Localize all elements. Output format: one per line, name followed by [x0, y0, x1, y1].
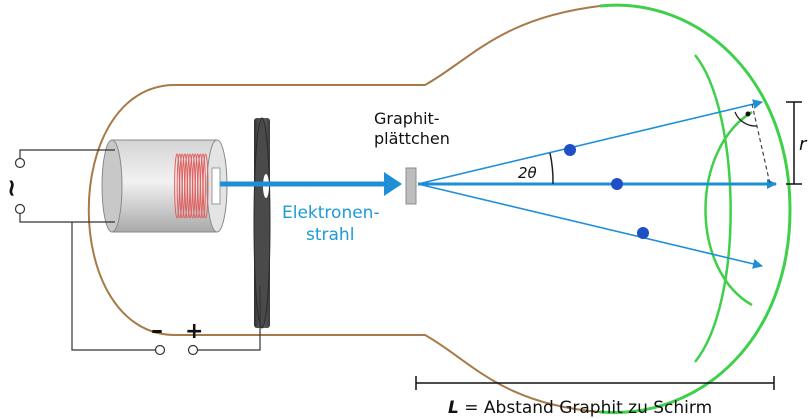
angle-arc — [549, 152, 554, 185]
dc-terminal-plus — [187, 344, 199, 356]
diffraction-ring-inner — [704, 110, 753, 307]
electron-center — [611, 178, 623, 190]
dc-terminal-minus — [154, 344, 166, 356]
angle-label: 2θ — [518, 164, 537, 182]
graphite-plate — [405, 167, 417, 205]
coil-loop — [202, 153, 209, 219]
length-caption: L = Abstand Graphit zu Schirm — [448, 398, 712, 418]
length-bracket — [415, 376, 775, 390]
target-label-line1: Graphit- — [374, 109, 440, 128]
plus-sign: + — [185, 319, 203, 344]
beam-label-line1: Elektronen- — [282, 203, 380, 223]
ac-symbol: ~ — [0, 178, 26, 198]
heating-coil — [174, 153, 209, 219]
ac-terminal-top — [14, 157, 26, 169]
radius-label: r — [799, 134, 808, 155]
beam-label-line2: strahl — [306, 225, 354, 245]
ray-upper — [417, 99, 763, 185]
anode-disk — [253, 117, 271, 329]
electron-lower — [637, 227, 649, 239]
circuit-wiring — [19, 149, 261, 351]
tangent-dashed — [751, 103, 771, 185]
length-symbol: L — [448, 398, 459, 418]
electron-upper — [564, 144, 576, 156]
ac-terminal-bottom — [14, 203, 26, 215]
beam-arrow-head — [384, 172, 402, 196]
right-angle-arc — [734, 111, 758, 127]
fluorescent-screen — [599, 3, 792, 415]
coil-loop — [200, 153, 206, 219]
length-text: = Abstand Graphit zu Schirm — [459, 398, 712, 418]
radius-bracket — [786, 101, 802, 185]
diffraction-ring-outer — [694, 54, 732, 363]
ray-lower — [417, 183, 763, 269]
minus-sign: – — [151, 316, 163, 344]
right-angle-dot — [745, 111, 751, 117]
target-label-line2: plättchen — [374, 129, 450, 148]
